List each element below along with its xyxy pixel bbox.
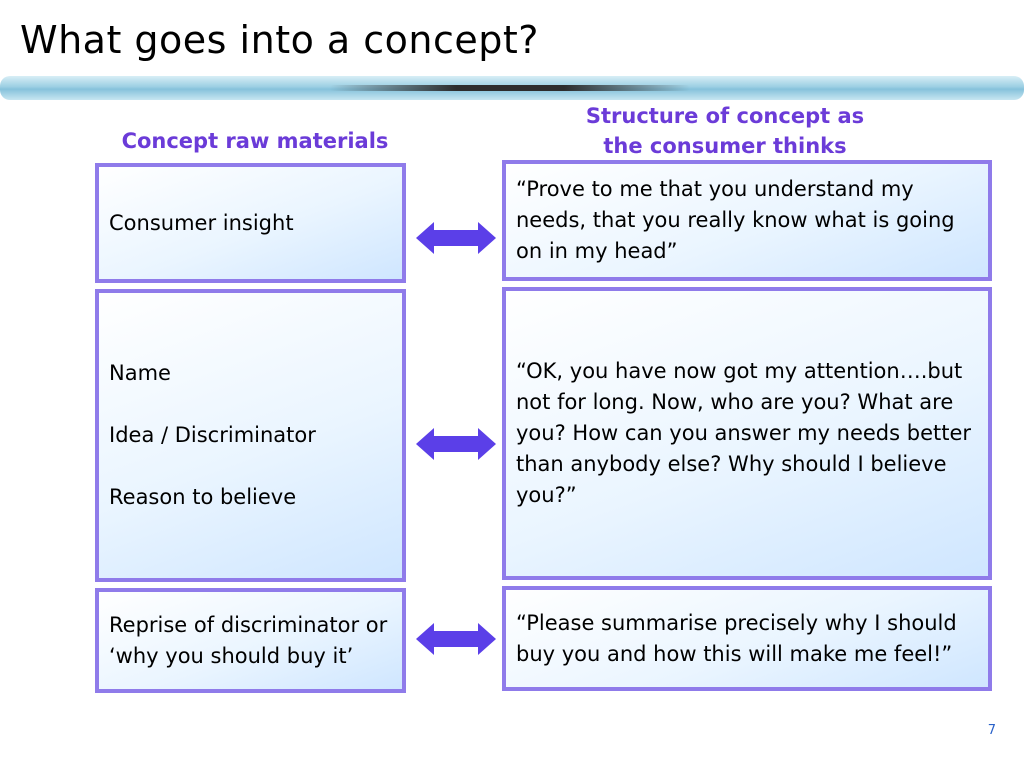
heading-consumer-structure-line2: the consumer thinks [603, 134, 847, 158]
slide-title: What goes into a concept? [20, 18, 539, 62]
double-arrow-icon [416, 222, 496, 254]
raw-material-box-2: Name Idea / Discriminator Reason to beli… [95, 289, 406, 582]
title-divider-bar [0, 76, 1024, 100]
consumer-thought-box-2: “OK, you have now got my attention….but … [502, 287, 992, 580]
page-number: 7 [987, 723, 996, 738]
consumer-thought-text-2: “OK, you have now got my attention….but … [516, 359, 972, 507]
double-arrow-icon [416, 428, 496, 460]
raw-material-box-1: Consumer insight [95, 163, 406, 283]
raw-material-text-3: Reprise of discriminator or ‘why you sho… [109, 612, 388, 668]
heading-consumer-structure: Structure of concept as the consumer thi… [530, 101, 920, 161]
consumer-thought-text-3: “Please summarise precisely why I should… [516, 610, 957, 666]
consumer-thought-text-1: “Prove to me that you understand my need… [516, 177, 955, 263]
heading-raw-materials: Concept raw materials [121, 129, 389, 153]
raw-material-box-3: Reprise of discriminator or ‘why you sho… [95, 588, 406, 693]
consumer-thought-box-3: “Please summarise precisely why I should… [502, 586, 992, 691]
double-arrow-icon [416, 623, 496, 655]
consumer-thought-box-1: “Prove to me that you understand my need… [502, 160, 992, 281]
heading-consumer-structure-line1: Structure of concept as [585, 104, 865, 128]
raw-material-text-2: Name Idea / Discriminator Reason to beli… [109, 361, 316, 509]
raw-material-text-1: Consumer insight [109, 210, 294, 235]
